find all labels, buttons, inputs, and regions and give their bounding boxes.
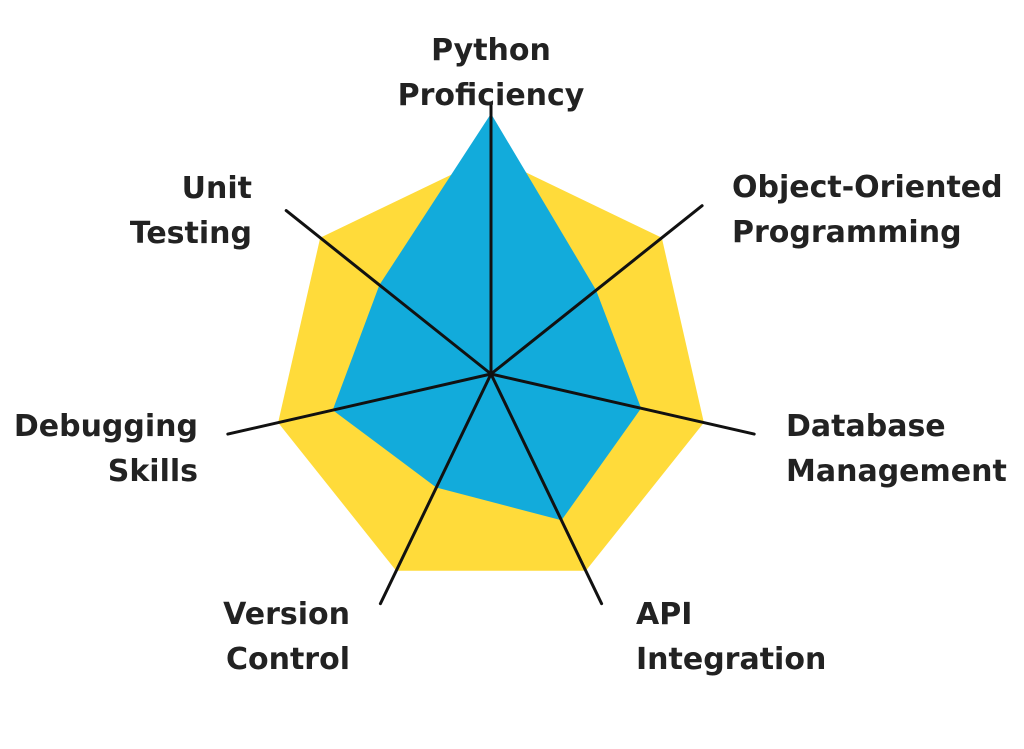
axis-spoke-6	[226, 372, 493, 436]
series-area-2	[332, 113, 642, 521]
axis-spoke-4	[489, 372, 604, 606]
axis-spoke-3	[489, 372, 756, 436]
axis-spoke-5	[378, 372, 493, 606]
axis-spoke-7	[284, 209, 493, 376]
axis-spoke-2	[489, 204, 704, 376]
